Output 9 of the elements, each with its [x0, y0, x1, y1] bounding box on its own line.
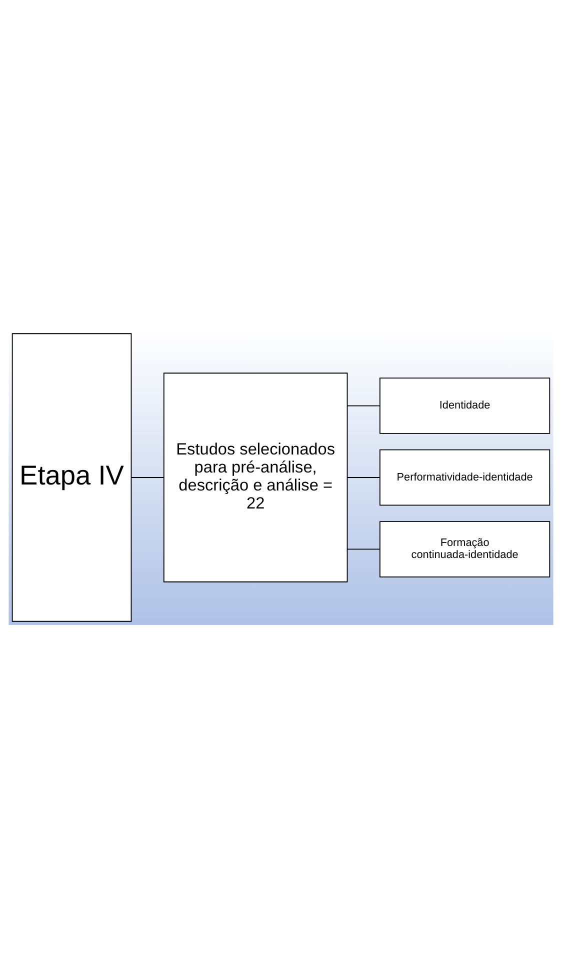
connector: [346, 476, 380, 478]
connector: [131, 476, 164, 478]
node-box: Estudos selecionados para pré-análise, descrição e análise = 22: [163, 372, 348, 582]
connector: [346, 548, 380, 550]
connector: [346, 404, 380, 406]
node-box: Performatividade-identidade: [379, 448, 550, 506]
node-box: Formação continuada-identidade: [379, 520, 550, 577]
node-box: Identidade: [379, 377, 550, 434]
node-box: Etapa IV: [12, 332, 132, 622]
